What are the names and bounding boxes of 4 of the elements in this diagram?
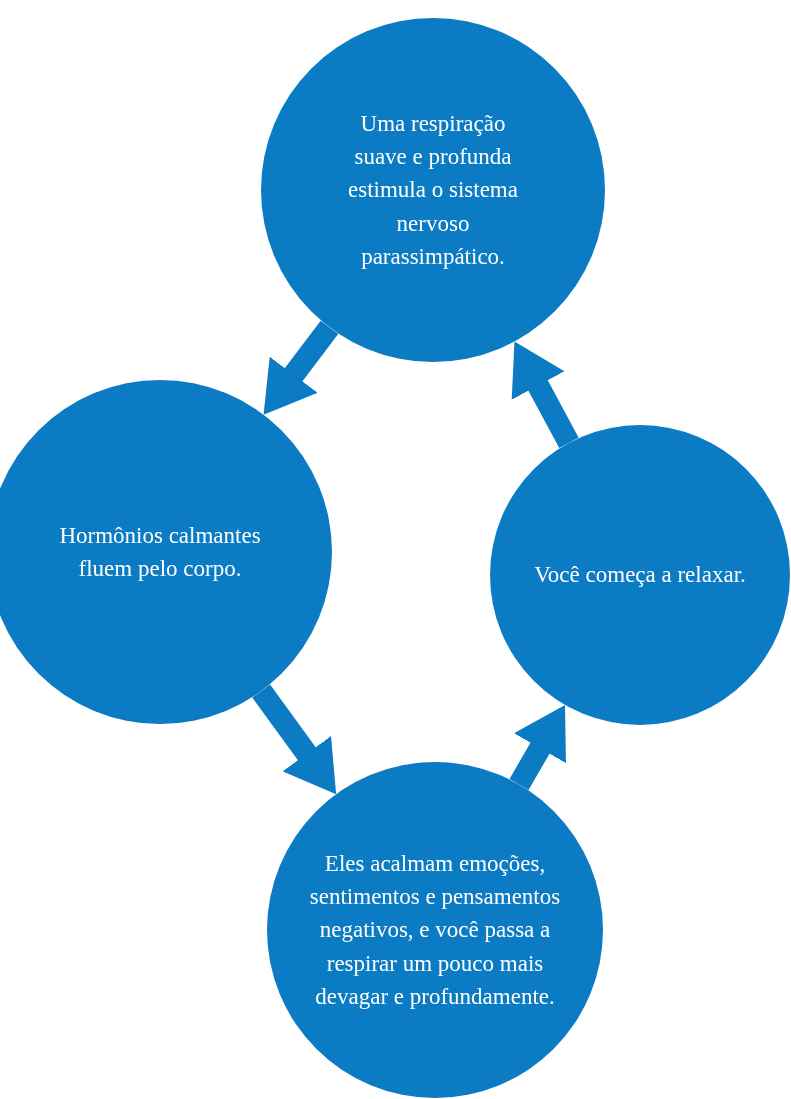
node-text: Eles acalmam emoções, sentimentos e pensamentos negativos, e você passa a respirar um pouco mais devagar e profundamente. xyxy=(308,849,562,1011)
node-text: Hormônios calmantes fluem pelo corpo. xyxy=(58,521,262,583)
node-text: Uma respiração suave e profunda estimula o sistema nervoso parassimpático. xyxy=(347,109,519,271)
node-text: Você começa a relaxar. xyxy=(534,561,746,590)
